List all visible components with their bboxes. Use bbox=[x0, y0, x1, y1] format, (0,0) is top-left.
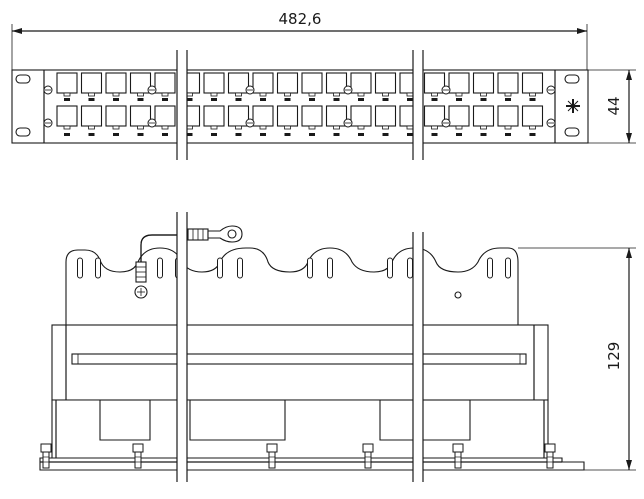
port-module bbox=[301, 105, 323, 136]
port-module bbox=[227, 72, 250, 101]
module-screw bbox=[147, 118, 157, 128]
rail-clip bbox=[362, 443, 374, 469]
port-module bbox=[56, 72, 78, 101]
port-module bbox=[521, 72, 544, 101]
port-module bbox=[80, 105, 103, 136]
module-screw bbox=[343, 85, 353, 95]
depth-dimension: 129 bbox=[518, 247, 636, 471]
break-lines bbox=[176, 50, 424, 482]
port-module bbox=[423, 72, 446, 101]
rail-clips bbox=[40, 443, 556, 469]
port-module bbox=[497, 72, 519, 101]
port-module bbox=[472, 72, 495, 101]
front-height-label: 44 bbox=[605, 96, 623, 115]
port-module bbox=[56, 105, 78, 136]
front-height-dimension: 44 bbox=[588, 69, 636, 144]
width-dimension: 482,6 bbox=[11, 10, 588, 70]
port-module bbox=[276, 105, 299, 136]
port-module bbox=[105, 72, 127, 101]
port-module bbox=[129, 72, 152, 101]
port-module bbox=[301, 72, 323, 101]
port-module bbox=[252, 72, 274, 101]
port-module bbox=[374, 105, 397, 136]
port-module bbox=[448, 105, 470, 136]
module-screw bbox=[343, 118, 353, 128]
port-module bbox=[497, 105, 519, 136]
side-view bbox=[39, 225, 585, 471]
port-module bbox=[227, 105, 250, 136]
port-module bbox=[325, 72, 348, 101]
edge-screw bbox=[43, 85, 53, 95]
rail-clip bbox=[544, 443, 556, 469]
rail-clip bbox=[266, 443, 278, 469]
port-module bbox=[276, 72, 299, 101]
module-screw bbox=[245, 118, 255, 128]
module-screw bbox=[441, 118, 451, 128]
port-module bbox=[472, 105, 495, 136]
depth-label: 129 bbox=[605, 342, 623, 371]
port-module bbox=[252, 105, 274, 136]
module-screw bbox=[147, 85, 157, 95]
port-module bbox=[203, 105, 225, 136]
port-grid bbox=[43, 72, 556, 136]
module-screw bbox=[441, 85, 451, 95]
port-module bbox=[521, 105, 544, 136]
port-module bbox=[423, 105, 446, 136]
oval-slot-icon bbox=[15, 74, 580, 137]
port-module bbox=[350, 105, 372, 136]
ring-terminal-icon bbox=[134, 225, 243, 299]
rail-clip bbox=[452, 443, 464, 469]
port-module bbox=[350, 72, 372, 101]
edge-screw bbox=[546, 85, 556, 95]
port-module bbox=[325, 105, 348, 136]
port-module bbox=[374, 72, 397, 101]
port-module bbox=[154, 72, 176, 101]
port-module bbox=[203, 72, 225, 101]
rail-clip bbox=[132, 443, 144, 469]
port-module bbox=[129, 105, 152, 136]
star-screw-icon bbox=[566, 99, 580, 113]
width-label: 482,6 bbox=[279, 10, 322, 28]
edge-screw bbox=[546, 118, 556, 128]
edge-screw bbox=[43, 118, 53, 128]
port-module bbox=[448, 72, 470, 101]
plate-slots bbox=[77, 257, 511, 279]
port-module bbox=[154, 105, 176, 136]
port-module bbox=[105, 105, 127, 136]
front-panel bbox=[11, 69, 589, 144]
port-module bbox=[80, 72, 103, 101]
module-screw bbox=[245, 85, 255, 95]
rail-clip bbox=[40, 443, 52, 469]
